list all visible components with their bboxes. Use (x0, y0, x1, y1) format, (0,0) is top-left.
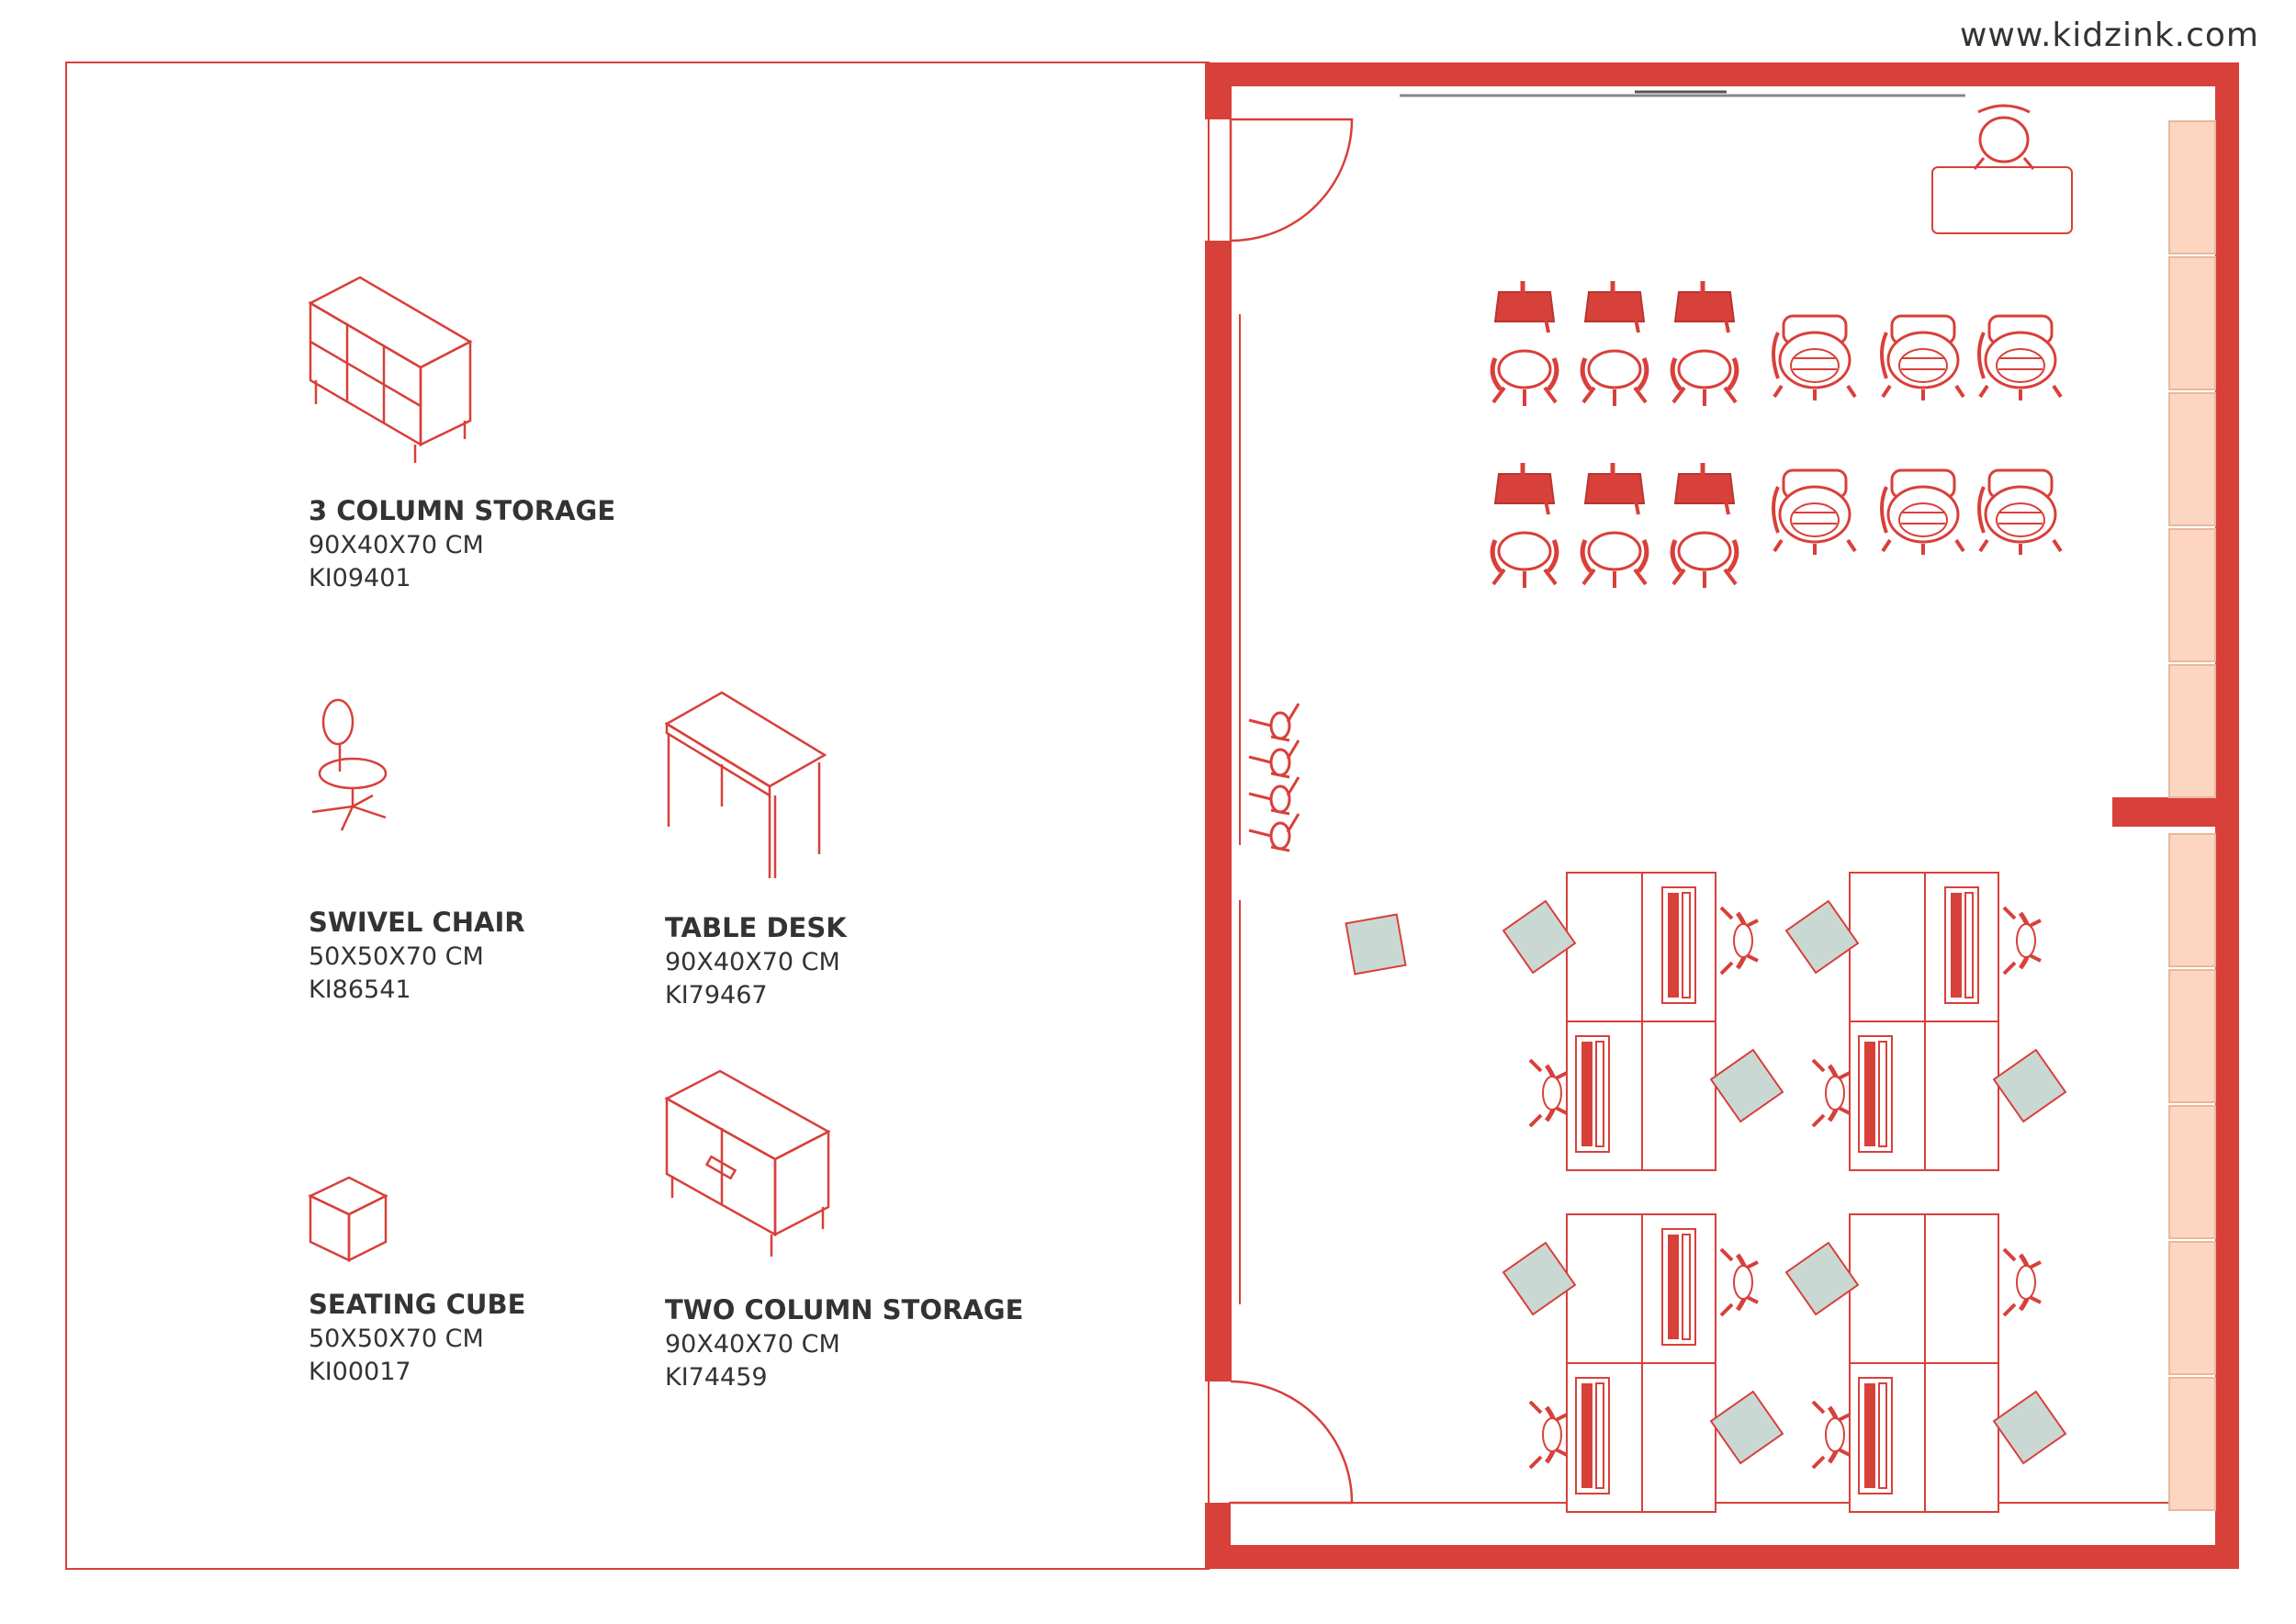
tablet-arm-chair (1880, 468, 1965, 557)
wall-chair (1248, 813, 1300, 852)
desk-chair (1530, 1402, 1567, 1468)
seat-cushion (1785, 900, 1859, 974)
wall-chair (1248, 703, 1300, 742)
computer-unit (1661, 1228, 1696, 1346)
desk-chair (2004, 908, 2041, 974)
seating-cube-icon (308, 1176, 388, 1263)
legend-dims-two-column-storage: 90X40X70 CM (665, 1330, 840, 1359)
desk-chair (2004, 1249, 2041, 1315)
seat-cushion (1503, 900, 1576, 974)
computer-cluster (1785, 1213, 2066, 1513)
legend-code-seating-cube: KI00017 (309, 1358, 411, 1386)
computer-unit (1661, 886, 1696, 1004)
inner-wall-lines (1229, 86, 2215, 1504)
website-url: www.kidzink.com (1959, 17, 2259, 54)
whiteboard (1400, 90, 1965, 97)
window-panel (2168, 1377, 2216, 1511)
lecture-seating (1492, 281, 1737, 588)
legend-title-table-desk: TABLE DESK (665, 912, 848, 943)
table-desk-icon (664, 691, 827, 878)
tablet-arm-chair (1977, 468, 2063, 557)
desk-chair (1721, 908, 1758, 974)
window-panels (2168, 120, 2216, 1511)
seat-cushion (1503, 1242, 1576, 1315)
legend-code-three-column-storage: KI09401 (309, 564, 411, 592)
desk-chair (1813, 1402, 1850, 1468)
computer-cluster (1785, 872, 2066, 1171)
lecture-chair (1672, 463, 1737, 588)
legend-code-table-desk: KI79467 (665, 981, 768, 1009)
teacher-desk (1931, 166, 2073, 234)
desk-chair (1530, 1060, 1567, 1126)
legend-frame (65, 62, 1210, 1570)
tablet-arm-seating (1772, 314, 2063, 557)
seat-cushion (1993, 1391, 2066, 1464)
window-panel (2168, 969, 2216, 1103)
legend-title-seating-cube: SEATING CUBE (309, 1289, 525, 1320)
legend-dims-table-desk: 90X40X70 CM (665, 948, 840, 976)
desk-chair (1813, 1060, 1850, 1126)
tablet-arm-chair (1977, 314, 2063, 402)
tablet-arm-chair (1772, 468, 1857, 557)
computer-unit (1944, 886, 1979, 1004)
seat-cushion (1710, 1391, 1784, 1464)
lecture-chair (1492, 463, 1557, 588)
tablet-arm-chair (1772, 314, 1857, 402)
computer-cluster (1503, 872, 1784, 1171)
computer-clusters (1503, 872, 2066, 1513)
window-panel (2168, 528, 2216, 662)
lecture-chair (1492, 281, 1557, 406)
tablet-arm-chair (1880, 314, 1965, 402)
room-walls (1205, 62, 2239, 1569)
legend-dims-three-column-storage: 90X40X70 CM (309, 531, 484, 559)
computer-unit (1575, 1377, 1610, 1494)
wall-chair (1248, 776, 1300, 816)
window-panel (2168, 1105, 2216, 1239)
window-panel (2168, 664, 2216, 798)
lecture-chair (1582, 281, 1647, 406)
computer-unit (1858, 1377, 1893, 1494)
three-column-storage-icon (308, 276, 473, 463)
legend-title-three-column-storage: 3 COLUMN STORAGE (309, 495, 615, 526)
window-panel (2168, 120, 2216, 254)
legend-dims-seating-cube: 50X50X70 CM (309, 1325, 484, 1353)
computer-cluster (1503, 1213, 1784, 1513)
legend-code-swivel-chair: KI86541 (309, 976, 411, 1004)
window-panel (2168, 256, 2216, 390)
seat-cushion (1785, 1242, 1859, 1315)
door-top (1229, 118, 1354, 242)
window-panel (2168, 1241, 2216, 1375)
legend-title-swivel-chair: SWIVEL CHAIR (309, 907, 525, 938)
wall-chair (1248, 739, 1300, 779)
legend-title-two-column-storage: TWO COLUMN STORAGE (665, 1294, 1023, 1325)
legend-code-two-column-storage: KI74459 (665, 1363, 768, 1392)
stacked-wall-chairs (1248, 703, 1300, 852)
teacher-chair (1973, 104, 2035, 170)
lecture-chair (1672, 281, 1737, 406)
seating-cube (1345, 913, 1407, 976)
seat-cushion (1993, 1049, 2066, 1122)
computer-unit (1858, 1035, 1893, 1153)
computer-unit (1575, 1035, 1610, 1153)
lecture-chair (1582, 463, 1647, 588)
swivel-chair-icon (311, 698, 388, 831)
door-bottom (1230, 1380, 1354, 1505)
legend-dims-swivel-chair: 50X50X70 CM (309, 942, 484, 971)
two-column-storage-icon (664, 1069, 831, 1257)
window-panel (2168, 833, 2216, 967)
seat-cushion (1710, 1049, 1784, 1122)
window-panel (2168, 392, 2216, 526)
desk-chair (1721, 1249, 1758, 1315)
